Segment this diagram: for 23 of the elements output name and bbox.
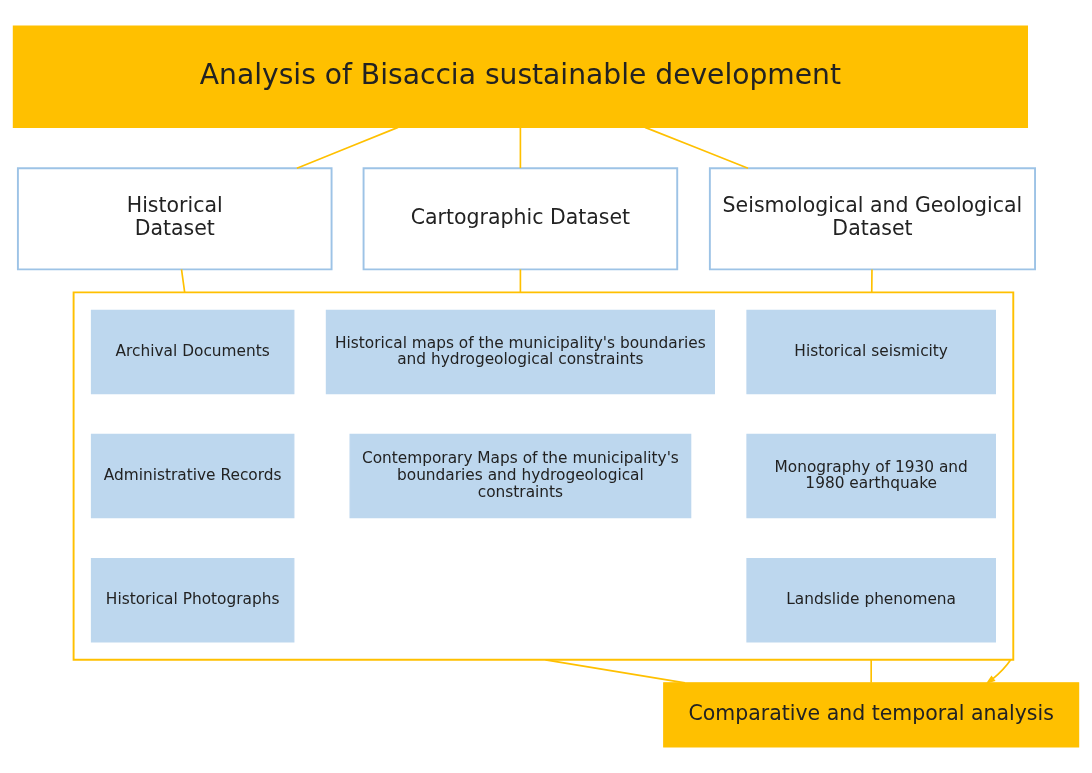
connector [519, 268, 522, 294]
node-box: Administrative Records [90, 433, 295, 519]
node-box: Analysis of Bisaccia sustainable development [12, 25, 1028, 128]
node-box: Cartographic Dataset [362, 167, 679, 271]
node-box: Seismological and Geological Dataset [708, 167, 1036, 271]
node-box: Historical seismicity [746, 309, 996, 395]
connector [644, 126, 749, 169]
connector [180, 268, 186, 294]
connector [544, 659, 686, 684]
connector [870, 659, 872, 684]
cluster [72, 291, 1015, 661]
node-box: Comparative and temporal analysis [663, 682, 1080, 748]
connector [296, 126, 399, 169]
connector [870, 268, 873, 294]
node-box: Landslide phenomena [746, 558, 996, 643]
node-box: Historical maps of the municipality's boundaries and hydrogeological constraints [325, 309, 715, 395]
arrow [985, 659, 1012, 685]
node-box: Archival Documents [90, 309, 295, 395]
connector [519, 126, 522, 169]
node-box: Historical Dataset [16, 167, 333, 271]
node-box: Contemporary Maps of the municipality's boundaries and hydrogeological constraints [349, 433, 692, 519]
node-box: Monography of 1930 and 1980 earthquake [746, 433, 996, 519]
node-box: Historical Photographs [90, 558, 295, 643]
